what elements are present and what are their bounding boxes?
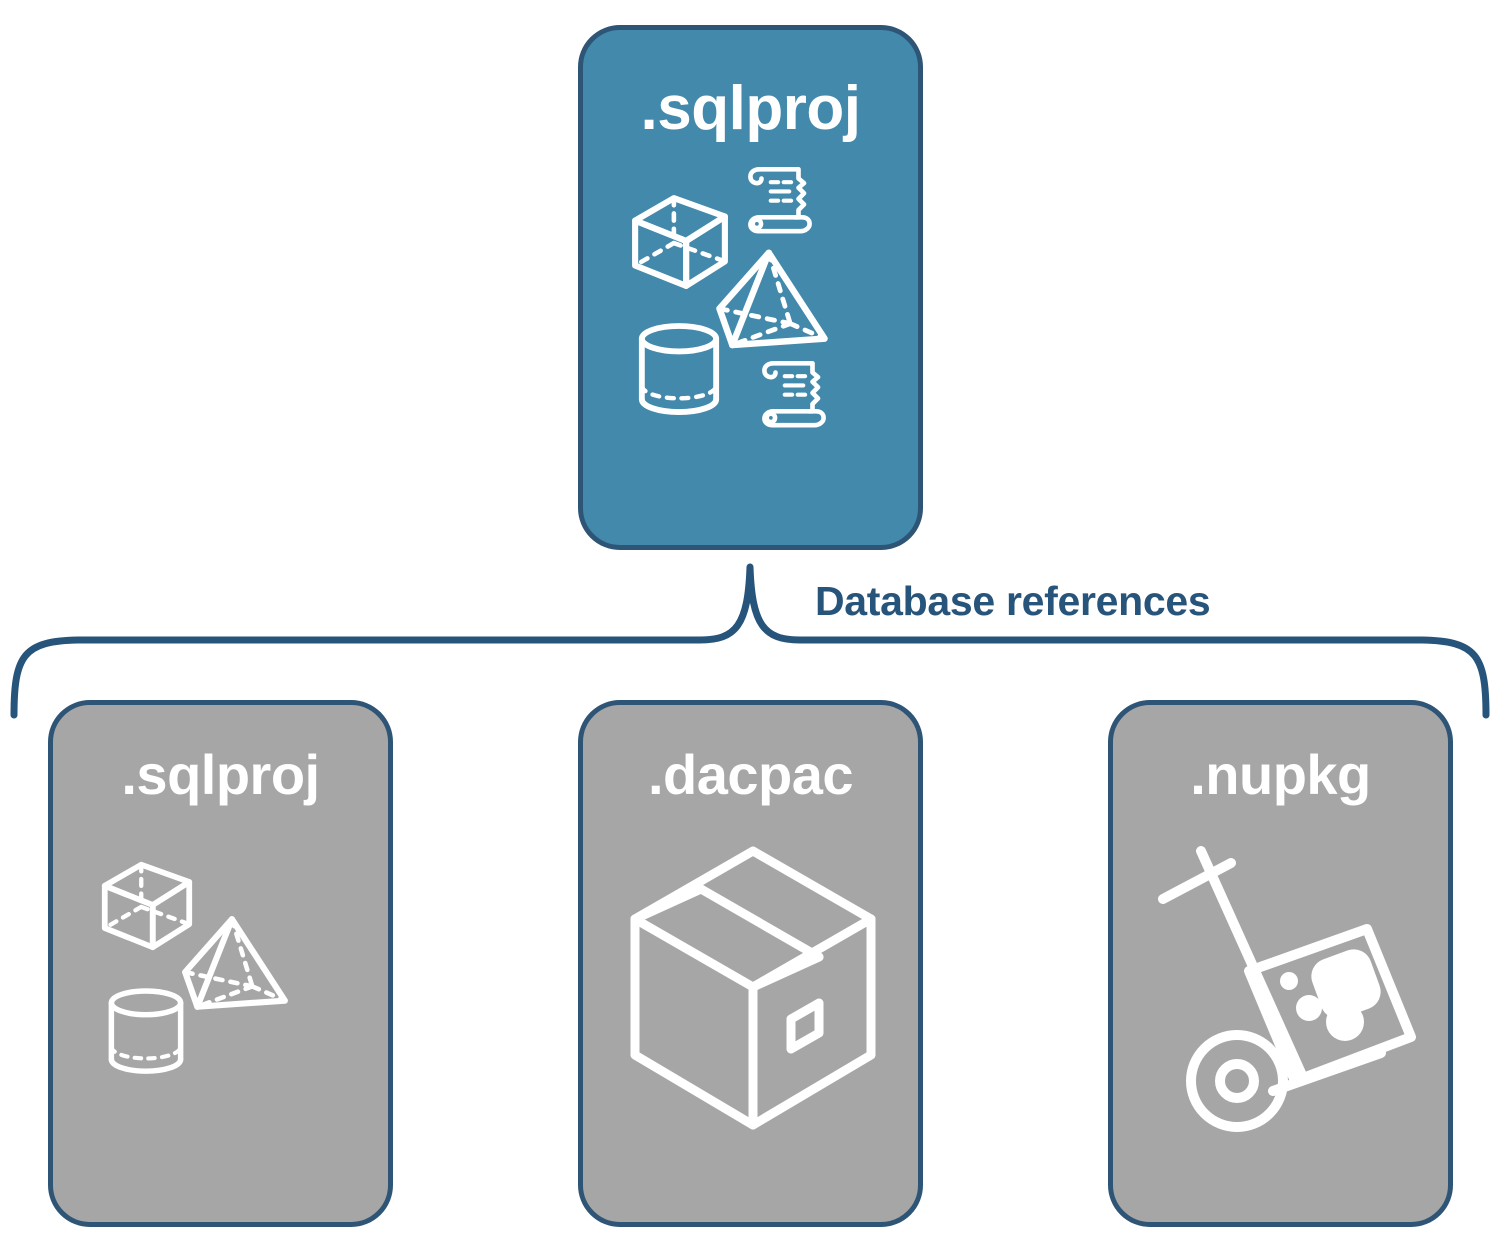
cylinder-icon [638,323,719,415]
pyramid-icon [715,249,828,349]
cube-icon [101,861,192,951]
node-icon-group [71,821,371,1151]
database-references-bracket [10,563,1490,719]
pyramid-icon [181,916,288,1010]
node-title: .nupkg [1190,743,1371,806]
hand-truck-nuget-icon [1157,846,1416,1132]
node-title: .dacpac [647,743,854,806]
connector-label: Database references [815,578,1211,624]
scroll-icon [747,166,812,234]
cylinder-icon [108,988,183,1074]
scroll-icon [761,360,826,428]
node-icon-group [1131,821,1431,1151]
node-title: .sqlproj [640,74,861,143]
node-card-sqlproj-reference[interactable]: .sqlproj [48,700,393,1227]
node-icon-group [621,158,881,448]
node-card-sqlproj-root[interactable]: .sqlproj [578,25,923,550]
node-title: .sqlproj [121,743,320,806]
package-box-icon [630,846,875,1130]
cube-icon [631,195,728,289]
node-card-nupkg-reference[interactable]: .nupkg [1108,700,1453,1227]
node-icon-group [601,821,901,1151]
node-card-dacpac-reference[interactable]: .dacpac [578,700,923,1227]
